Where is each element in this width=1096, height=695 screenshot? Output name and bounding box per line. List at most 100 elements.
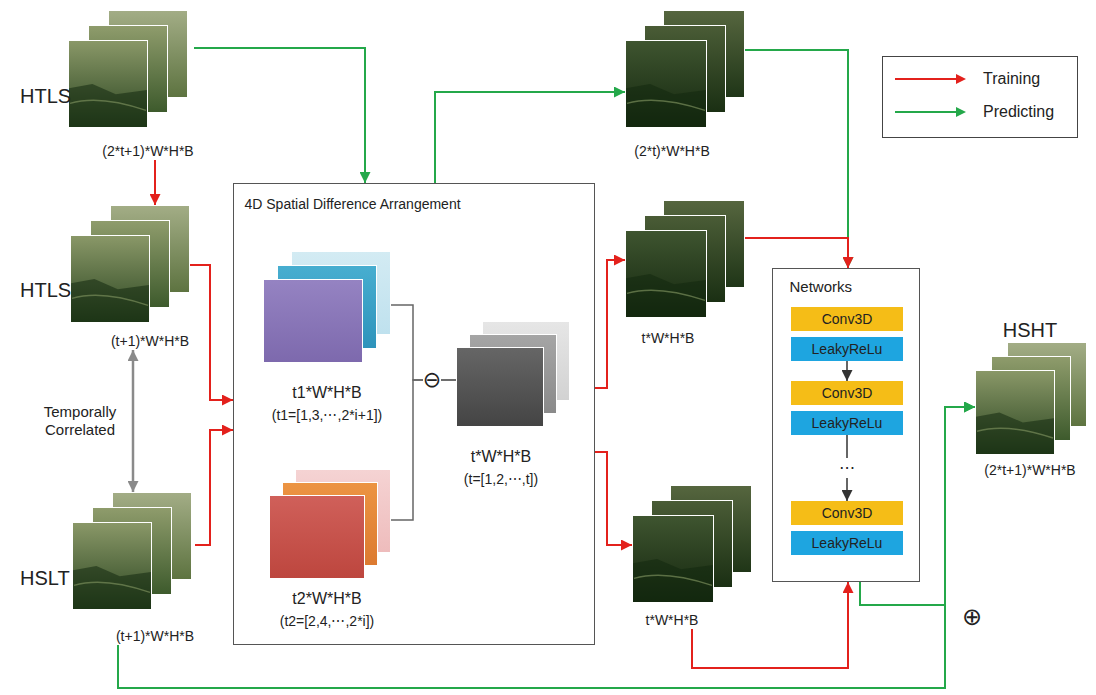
- image-layer: [457, 348, 544, 427]
- image-stack: HSLT (t+1)*W*H*B: [20, 492, 195, 645]
- river-line: [634, 575, 712, 585]
- river-line: [74, 582, 150, 592]
- conv-layer: Conv3D: [791, 501, 903, 525]
- image-stack: (2*t)*W*H*B: [625, 10, 745, 160]
- forest-area: [73, 566, 151, 609]
- dimension-caption: (t+1)*W*H*B: [111, 333, 189, 350]
- image-stack-art: [625, 10, 745, 128]
- legend-line: [895, 111, 957, 113]
- connector: [154, 160, 156, 205]
- image-layer: [69, 41, 148, 128]
- stack-name: HSLT: [20, 566, 70, 590]
- image-stack-art: [625, 200, 745, 318]
- dimension-caption: (t+1)*W*H*B: [116, 628, 194, 645]
- box-title: 4D Spatial Difference Arrangement: [245, 196, 461, 213]
- dimension-caption: t*W*H*B: [642, 330, 695, 347]
- connector: [595, 452, 632, 545]
- layer-label: Conv3D: [822, 311, 873, 327]
- dimension-caption: (2*t)*W*H*B: [634, 143, 709, 160]
- layer-label: LeakyReLu: [812, 535, 883, 551]
- image-stack-art: [263, 251, 391, 363]
- connector: [118, 407, 975, 688]
- connector: [132, 350, 135, 492]
- image-stack: HTLS (2*t+1)*W*H*B: [20, 10, 194, 160]
- connector: [391, 380, 456, 520]
- legend-line: [895, 78, 957, 80]
- layer-label: Conv3D: [822, 385, 873, 401]
- river-line: [977, 428, 1053, 438]
- image-stack: t*W*H*B: [632, 485, 752, 629]
- forest-area: [626, 84, 706, 127]
- image-layer: [976, 371, 1055, 455]
- conv-layer: Conv3D: [791, 307, 903, 331]
- connector: [745, 238, 848, 268]
- forest-area: [626, 274, 706, 317]
- forest-area: [633, 559, 713, 602]
- legend-sample: [895, 71, 967, 87]
- connector: [190, 265, 233, 400]
- dimension-caption: (t1=[1,3,⋯,2*i+1]): [272, 407, 383, 424]
- connector: [194, 48, 365, 183]
- network-box: NetworksConv3DLeakyReLuConv3DLeakyReLuCo…: [772, 268, 920, 582]
- image-stack: HSHT (2*t+1)*W*H*B: [975, 318, 1087, 479]
- layer-label: LeakyReLu: [812, 341, 883, 357]
- image-stack-art: [70, 205, 190, 323]
- image-stack-art: [68, 10, 188, 128]
- forest-area: [69, 84, 147, 127]
- edge-label: ⋯: [837, 458, 857, 477]
- dimension-caption: t1*W*H*B: [292, 383, 361, 402]
- legend-text: Training: [983, 69, 1040, 88]
- legend-arrowhead: [956, 107, 966, 117]
- activation-layer: LeakyReLu: [791, 531, 903, 555]
- activation-layer: LeakyReLu: [791, 411, 903, 435]
- forest-area: [71, 279, 149, 322]
- connector: [435, 92, 625, 183]
- stack-name: HSHT: [1003, 318, 1057, 342]
- river-line: [627, 100, 705, 110]
- dimension-caption: t2*W*H*B: [292, 589, 361, 608]
- image-layer: [73, 523, 152, 610]
- image-stack: t*W*H*B(t=[1,2,⋯,t]): [456, 321, 570, 488]
- connector: [846, 361, 848, 381]
- box-title: Networks: [790, 278, 853, 296]
- conv-layer: Conv3D: [791, 381, 903, 405]
- image-stack: t1*W*H*B (t1=[1,3,⋯,2*i+1]): [263, 251, 391, 424]
- operator-symbol: ⊕: [962, 603, 982, 632]
- image-stack-art: [456, 321, 570, 427]
- process-box: 4D Spatial Difference Arrangement t1*W*H*…: [233, 183, 595, 645]
- image-layer: [270, 496, 365, 579]
- dimension-caption: (2*t+1)*W*H*B: [102, 143, 193, 160]
- river-line: [627, 290, 705, 300]
- operator-symbol: ⊖: [423, 367, 441, 393]
- image-stack: HTLS (t+1)*W*H*B: [20, 205, 190, 350]
- dimension-caption: (t2=[2,4,⋯,2*i]): [280, 613, 375, 630]
- image-stack-art: [632, 485, 752, 603]
- legend-sample: [895, 104, 967, 120]
- image-layer: [626, 41, 707, 128]
- dimension-caption: t*W*H*B: [646, 612, 699, 629]
- river-line: [72, 295, 148, 305]
- image-stack-art: [72, 492, 192, 610]
- image-layer: [633, 516, 714, 603]
- stack-name: HTLS: [20, 84, 71, 108]
- layer-label: LeakyReLu: [812, 415, 883, 431]
- legend-arrowhead: [956, 74, 966, 84]
- connector: [195, 430, 233, 545]
- connector: [745, 50, 848, 268]
- connector: [692, 582, 848, 668]
- connector: [595, 260, 625, 388]
- image-stack: t*W*H*B: [625, 200, 745, 347]
- activation-layer: LeakyReLu: [791, 337, 903, 361]
- stack-name: HTLS: [20, 278, 71, 302]
- legend-box: TrainingPredicting: [882, 56, 1078, 138]
- legend-text: Predicting: [983, 102, 1054, 121]
- image-layer: [626, 231, 707, 318]
- forest-area: [976, 413, 1054, 455]
- river-line: [70, 100, 146, 110]
- dimension-caption: (2*t+1)*W*H*B: [984, 462, 1075, 479]
- edge-label: Temporally Correlated: [34, 403, 126, 439]
- layer-label: Conv3D: [822, 505, 873, 521]
- dimension-caption: (t=[1,2,⋯,t]): [464, 471, 538, 488]
- image-stack-art: [269, 469, 391, 579]
